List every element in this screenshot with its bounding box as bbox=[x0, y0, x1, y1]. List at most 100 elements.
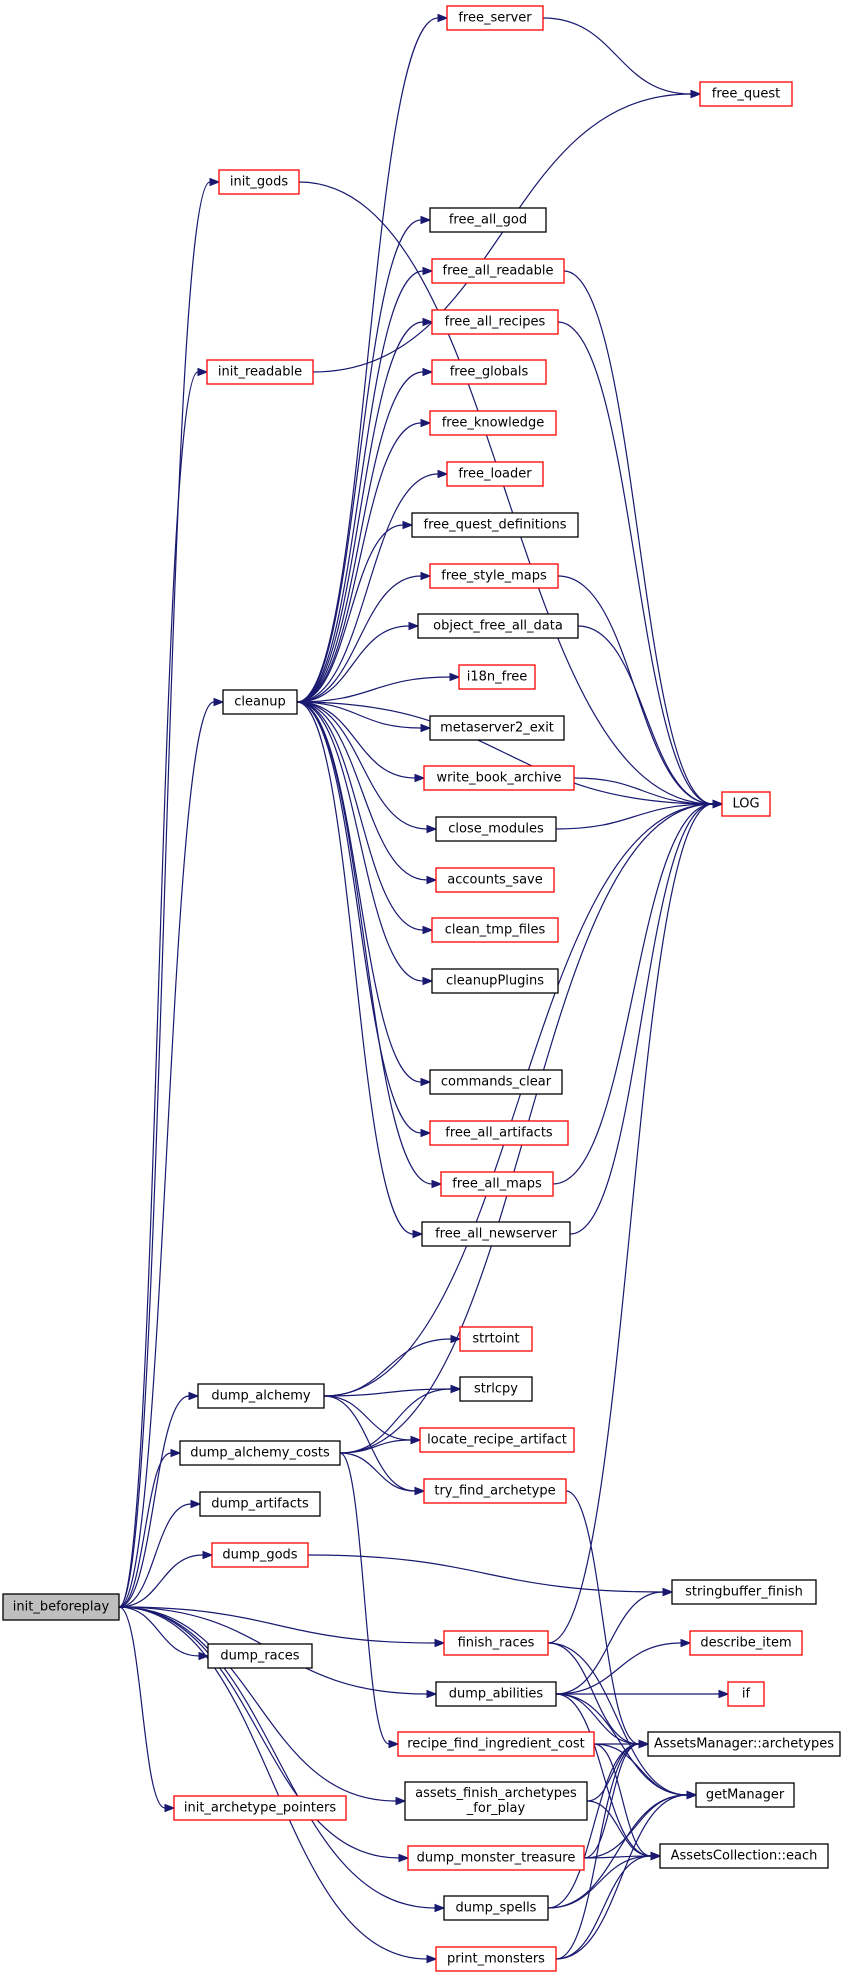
edge-recipe-find-ingredient-cost-to-getmanager bbox=[593, 1743, 688, 1796]
node-init-beforeplay[interactable]: init_beforeplay bbox=[2, 1593, 120, 1621]
arrowhead-init-archetype-pointers bbox=[164, 1803, 176, 1813]
node-label-free-server: free_server bbox=[458, 11, 532, 26]
node-try-find-archetype[interactable]: try_find_archetype bbox=[423, 1478, 567, 1504]
edge-init-beforeplay-to-dump-spells bbox=[118, 1606, 436, 1909]
node-dump-alchemy[interactable]: dump_alchemy bbox=[197, 1383, 325, 1409]
node-dump-gods[interactable]: dump_gods bbox=[211, 1542, 309, 1568]
node-label-close-modules: close_modules bbox=[448, 822, 544, 837]
node-finish-races[interactable]: finish_races bbox=[443, 1630, 549, 1656]
arrowhead-dump-alchemy bbox=[188, 1391, 200, 1401]
node-free-knowledge[interactable]: free_knowledge bbox=[429, 410, 557, 436]
node-close-modules[interactable]: close_modules bbox=[435, 816, 557, 842]
edge-cleanup-to-free-loader bbox=[296, 473, 439, 703]
node-box-write-book-archive bbox=[423, 765, 575, 791]
node-label-getmanager: getManager bbox=[706, 1788, 785, 1803]
node-locate-recipe-artifact[interactable]: locate_recipe_artifact bbox=[419, 1427, 575, 1453]
node-free-all-maps[interactable]: free_all_maps bbox=[440, 1171, 554, 1197]
node-log[interactable]: LOG bbox=[721, 791, 771, 817]
node-assets-finish-archetypes-for-play[interactable]: assets_finish_archetypes_for_play bbox=[404, 1781, 588, 1821]
node-init-readable[interactable]: init_readable bbox=[206, 359, 314, 385]
node-box-free-quest bbox=[699, 81, 793, 107]
edge-cleanup-to-clean-tmp-files bbox=[296, 701, 424, 931]
node-object-free-all-data[interactable]: object_free_all_data bbox=[417, 613, 579, 639]
arrowhead-close-modules bbox=[426, 824, 438, 834]
node-cleanupplugins[interactable]: cleanupPlugins bbox=[431, 968, 559, 994]
node-free-globals[interactable]: free_globals bbox=[431, 359, 547, 385]
node-label-assets-finish-archetypes-for-play: _for_play bbox=[466, 1801, 526, 1816]
arrowhead-free-loader bbox=[437, 469, 449, 479]
arrowhead-dump-abilities bbox=[426, 1689, 438, 1699]
arrowhead-free-all-artifacts bbox=[420, 1128, 432, 1138]
node-strlcpy[interactable]: strlcpy bbox=[459, 1376, 533, 1402]
node-i18n-free[interactable]: i18n_free bbox=[458, 664, 536, 690]
node-assetsmanager-archetypes[interactable]: AssetsManager::archetypes bbox=[647, 1731, 841, 1757]
node-print-monsters[interactable]: print_monsters bbox=[435, 1946, 557, 1972]
node-dump-alchemy-costs[interactable]: dump_alchemy_costs bbox=[179, 1440, 341, 1466]
node-box-free-all-artifacts bbox=[429, 1120, 569, 1146]
arrowhead-strlcpy bbox=[450, 1384, 462, 1394]
node-box-log bbox=[721, 791, 771, 817]
edge-dump-abilities-to-stringbuffer-finish bbox=[555, 1591, 664, 1695]
node-dump-abilities[interactable]: dump_abilities bbox=[435, 1681, 557, 1707]
node-dump-monster-treasure[interactable]: dump_monster_treasure bbox=[407, 1845, 585, 1871]
arrowhead-if bbox=[718, 1689, 730, 1699]
node-label-log: LOG bbox=[732, 797, 759, 812]
node-free-all-newserver[interactable]: free_all_newserver bbox=[421, 1221, 571, 1247]
node-assetscollection-each[interactable]: AssetsCollection::each bbox=[659, 1843, 829, 1869]
arrowhead-accounts-save bbox=[426, 875, 438, 885]
arrowhead-free-all-readable bbox=[422, 266, 434, 276]
node-label-free-all-readable: free_all_readable bbox=[443, 264, 554, 279]
edge-print-monsters-to-assetscollection-each bbox=[555, 1855, 652, 1960]
node-box-free-globals bbox=[431, 359, 547, 385]
node-box-free-knowledge bbox=[429, 410, 557, 436]
node-free-all-recipes[interactable]: free_all_recipes bbox=[431, 309, 559, 335]
node-label-write-book-archive: write_book_archive bbox=[436, 771, 561, 786]
node-strtoint[interactable]: strtoint bbox=[459, 1326, 533, 1352]
node-box-if bbox=[727, 1681, 765, 1707]
arrowhead-dump-gods bbox=[202, 1550, 214, 1560]
node-init-archetype-pointers[interactable]: init_archetype_pointers bbox=[173, 1795, 347, 1821]
node-clean-tmp-files[interactable]: clean_tmp_files bbox=[431, 917, 559, 943]
edge-dump-monster-treasure-to-assetsmanager-archetypes bbox=[583, 1743, 640, 1859]
node-dump-spells[interactable]: dump_spells bbox=[443, 1895, 549, 1921]
node-label-strlcpy: strlcpy bbox=[474, 1382, 518, 1397]
edge-dump-alchemy-costs-to-locate-recipe-artifact bbox=[339, 1439, 412, 1454]
node-stringbuffer-finish[interactable]: stringbuffer_finish bbox=[671, 1579, 817, 1605]
node-label-clean-tmp-files: clean_tmp_files bbox=[445, 923, 546, 938]
node-label-try-find-archetype: try_find_archetype bbox=[434, 1484, 555, 1499]
node-accounts-save[interactable]: accounts_save bbox=[435, 867, 555, 893]
node-free-quest-definitions[interactable]: free_quest_definitions bbox=[411, 512, 579, 538]
edge-init-beforeplay-to-dump-monster-treasure bbox=[118, 1606, 400, 1859]
node-label-dump-alchemy-costs: dump_alchemy_costs bbox=[190, 1446, 330, 1461]
node-label-free-loader: free_loader bbox=[458, 467, 532, 482]
node-free-server[interactable]: free_server bbox=[446, 5, 544, 31]
node-box-assetscollection-each bbox=[659, 1843, 829, 1869]
edge-cleanup-to-free-all-recipes bbox=[296, 321, 424, 703]
node-dump-artifacts[interactable]: dump_artifacts bbox=[199, 1491, 321, 1517]
node-free-all-god[interactable]: free_all_god bbox=[429, 207, 547, 233]
node-box-print-monsters bbox=[435, 1946, 557, 1972]
edge-init-beforeplay-to-dump-alchemy-costs bbox=[118, 1452, 172, 1608]
node-box-free-style-maps bbox=[429, 563, 559, 589]
node-recipe-find-ingredient-cost[interactable]: recipe_find_ingredient_cost bbox=[397, 1731, 595, 1757]
node-free-style-maps[interactable]: free_style_maps bbox=[429, 563, 559, 589]
node-describe-item[interactable]: describe_item bbox=[689, 1630, 803, 1656]
node-getmanager[interactable]: getManager bbox=[695, 1782, 795, 1808]
node-cleanup[interactable]: cleanup bbox=[222, 689, 298, 715]
node-write-book-archive[interactable]: write_book_archive bbox=[423, 765, 575, 791]
node-commands-clear[interactable]: commands_clear bbox=[429, 1069, 563, 1095]
node-box-free-all-recipes bbox=[431, 309, 559, 335]
node-init-gods[interactable]: init_gods bbox=[218, 169, 300, 195]
node-free-all-readable[interactable]: free_all_readable bbox=[431, 258, 565, 284]
node-free-loader[interactable]: free_loader bbox=[446, 461, 544, 487]
node-dump-races[interactable]: dump_races bbox=[207, 1643, 313, 1669]
node-free-all-artifacts[interactable]: free_all_artifacts bbox=[429, 1120, 569, 1146]
node-free-quest[interactable]: free_quest bbox=[699, 81, 793, 107]
node-box-dump-artifacts bbox=[199, 1491, 321, 1517]
node-box-finish-races bbox=[443, 1630, 549, 1656]
node-label-free-all-god: free_all_god bbox=[449, 213, 527, 228]
node-metaserver2-exit[interactable]: metaserver2_exit bbox=[429, 715, 565, 741]
node-if[interactable]: if bbox=[727, 1681, 765, 1707]
node-box-dump-spells bbox=[443, 1895, 549, 1921]
